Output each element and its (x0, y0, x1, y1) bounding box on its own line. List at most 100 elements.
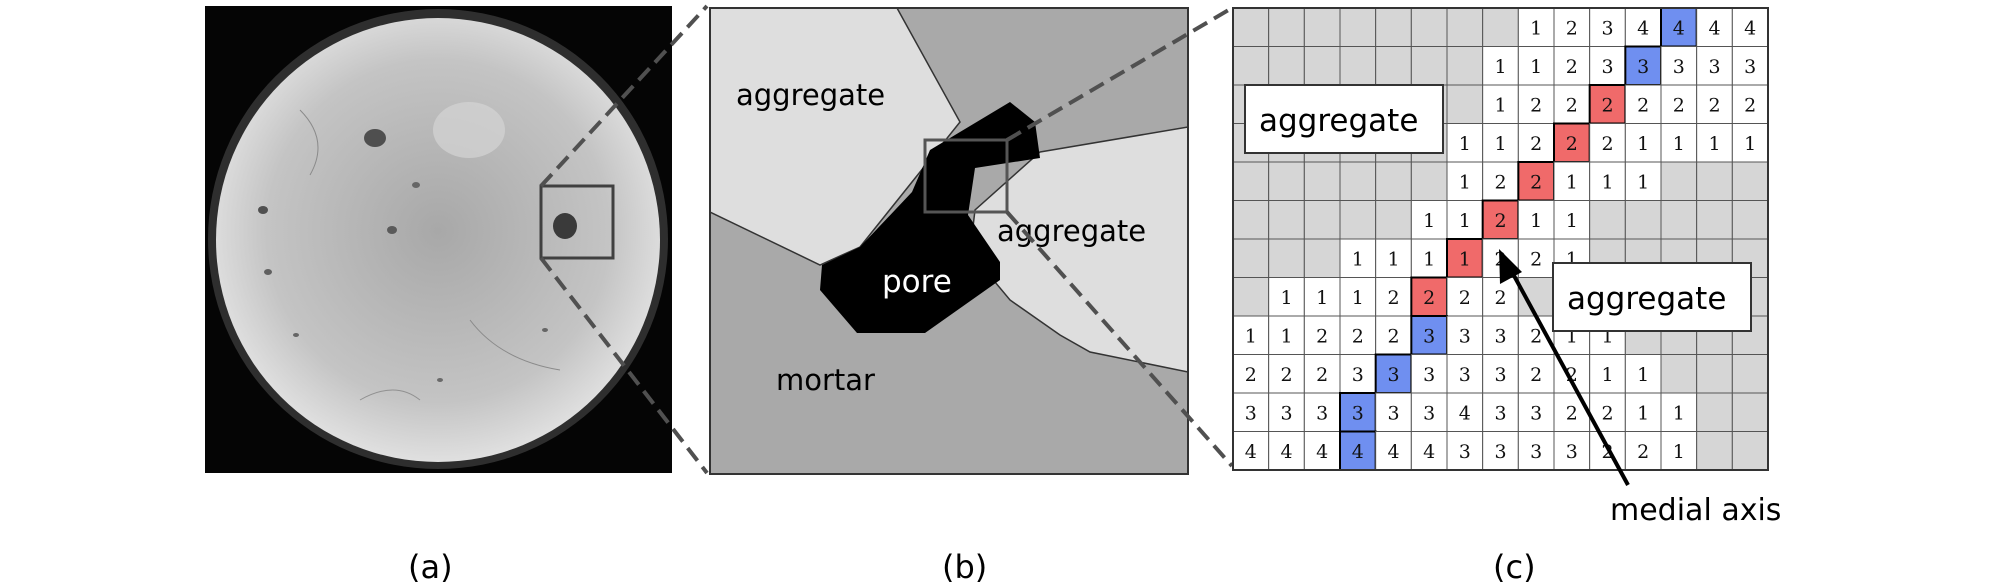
pore-blob (412, 182, 420, 188)
caption-a: (a) (408, 548, 453, 586)
grid-cell (1696, 7, 1733, 47)
medial-axis-cell (1446, 238, 1484, 279)
grid-cell (1339, 200, 1377, 240)
grid-cell (1446, 200, 1484, 240)
grid-cell-value: 1 (1744, 133, 1756, 155)
grid-cell-value: 3 (1708, 56, 1720, 78)
grid-cell-value: 1 (1352, 248, 1364, 270)
grid-cell (1696, 200, 1733, 240)
grid-cell-value: 3 (1316, 402, 1328, 424)
grid-cell (1446, 354, 1484, 394)
label-mortar: mortar (776, 363, 875, 397)
grid-cell (1731, 354, 1769, 394)
grid-cell-value: 2 (1387, 287, 1399, 309)
pore-blob (553, 213, 577, 239)
aggregate-label-box (1552, 262, 1752, 332)
grid-cell-value: 2 (1566, 133, 1578, 155)
grid-cell-value: 1 (1494, 56, 1506, 78)
grid-cell-value: 4 (1245, 441, 1257, 463)
grid-cell (1731, 84, 1769, 124)
label-pore: pore (882, 264, 952, 300)
grid-cell (1517, 238, 1555, 278)
grid-cell (1268, 7, 1305, 47)
grid-cell-value: 1 (1530, 56, 1542, 78)
panel-c-frame (1232, 7, 1769, 471)
grid-cell (1375, 277, 1412, 317)
grid-cell (1268, 431, 1305, 471)
zoom-connector (539, 4, 709, 188)
pore-blob (437, 378, 443, 382)
panel-a-ct-scan (205, 6, 672, 473)
grid-cell (1482, 161, 1519, 201)
grid-cell (1232, 7, 1270, 47)
grid-cell (1268, 238, 1305, 278)
medial-axis-cell (1588, 84, 1627, 125)
grid-cell-value: 2 (1601, 133, 1613, 155)
grid-cell (1375, 7, 1412, 47)
label-aggregate: aggregate (1567, 281, 1726, 317)
grid-cell (1446, 46, 1484, 86)
grid-cell (1446, 7, 1484, 47)
aggregate-blob (433, 102, 505, 158)
grid-cell (1731, 431, 1769, 471)
grid-cell-value: 1 (1566, 210, 1578, 232)
label-aggregate: aggregate (997, 214, 1146, 248)
grid-cell-value: 1 (1245, 325, 1257, 347)
grid-cell-value: 3 (1387, 364, 1399, 386)
grid-cell-value: 2 (1316, 325, 1328, 347)
panel-b-frame (709, 7, 1189, 475)
grid-cell (1339, 161, 1377, 201)
aggregate-label-box (1244, 84, 1444, 154)
grid-cell (1660, 200, 1698, 240)
grid-cell-value: 2 (1387, 325, 1399, 347)
grid-cell (1268, 46, 1305, 86)
grid-cell (1696, 431, 1733, 471)
grid-cell-value: 3 (1459, 364, 1471, 386)
grid-cell-value: 2 (1494, 171, 1506, 193)
grid-cell (1660, 161, 1698, 201)
grid-cell-value: 3 (1280, 402, 1292, 424)
panel-b-schematic: aggregate aggregate pore mortar (709, 7, 1189, 475)
grid-cell (1660, 84, 1698, 124)
grid-cell-value: 1 (1708, 133, 1720, 155)
grid-cell (1446, 84, 1484, 124)
grid-cell-value: 1 (1352, 287, 1364, 309)
grid-cell-value: 2 (1530, 133, 1542, 155)
grid-cell (1696, 354, 1733, 394)
grid-cell-value: 3 (1601, 56, 1613, 78)
grid-cell-value: 2 (1530, 325, 1542, 347)
grid-cell (1268, 354, 1305, 394)
grid-cell (1696, 161, 1733, 201)
grid-cell (1303, 392, 1341, 432)
grid-cell (1410, 354, 1448, 394)
grid-cell (1268, 200, 1305, 240)
grid-cell-value: 1 (1459, 171, 1471, 193)
grid-cell-value: 2 (1459, 287, 1471, 309)
grid-cell (1303, 200, 1341, 240)
zoom-connector (539, 256, 709, 475)
grid-cell-value: 1 (1459, 210, 1471, 232)
grid-cell-value: 1 (1637, 171, 1649, 193)
medial-axis-arrow (1510, 271, 1630, 486)
zoom-connector (1005, 6, 1234, 142)
grid-cell-value: 3 (1459, 441, 1471, 463)
grid-cell (1375, 46, 1412, 86)
pore-region (820, 102, 1040, 333)
grid-cell (1375, 161, 1412, 201)
grid-cell-value: 3 (1673, 56, 1685, 78)
grid-cell-value: 3 (1530, 402, 1542, 424)
pore-blob (542, 328, 548, 332)
grid-cell-value: 1 (1673, 441, 1685, 463)
grid-cell (1624, 123, 1662, 163)
grid-cell (1410, 161, 1448, 201)
grid-cell (1589, 200, 1626, 240)
grid-cell (1232, 161, 1270, 201)
grid-cell (1482, 7, 1519, 47)
grid-cell-value: 4 (1352, 441, 1364, 463)
grid-cell (1339, 277, 1377, 317)
grid-cell-value: 1 (1280, 287, 1292, 309)
grid-cell (1410, 392, 1448, 432)
grid-cell-value: 3 (1494, 325, 1506, 347)
grid-cell (1232, 238, 1270, 278)
grid-cell-value: 3 (1494, 441, 1506, 463)
